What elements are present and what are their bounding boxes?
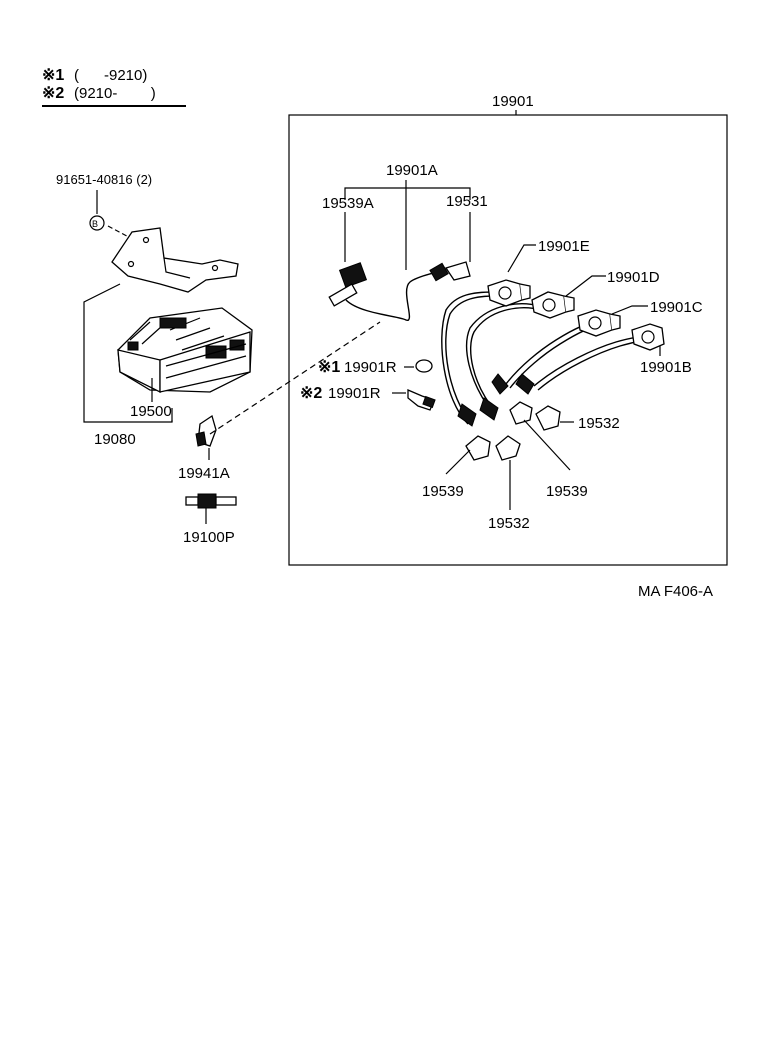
diagram-code: MA F406-A xyxy=(638,583,713,600)
label-bracket-group: 19080 xyxy=(94,431,136,448)
clip-right xyxy=(535,405,561,431)
bolt-mark: B xyxy=(92,219,98,229)
legend: ※1 ( -9210) ※2 (9210- ) xyxy=(42,67,186,107)
legend-range-2: (9210- ) xyxy=(74,85,156,102)
label-cord-a: 19901A xyxy=(386,162,438,179)
label-clamp: 19941A xyxy=(178,465,230,482)
label-cord-d: 19901D xyxy=(607,269,660,286)
bolt-mark-circle xyxy=(89,215,105,231)
assembly-frame xyxy=(288,114,728,566)
clip-bottom xyxy=(495,435,521,461)
legend-range-1: ( -9210) xyxy=(74,67,147,84)
cord-a xyxy=(328,261,471,321)
resistor-1 xyxy=(415,359,433,373)
label-r2: 19901R xyxy=(328,385,381,402)
label-cord-c: 19901C xyxy=(650,299,703,316)
ignitor xyxy=(117,307,253,394)
label-clip-bottom: 19532 xyxy=(488,515,530,532)
label-plug: 19100P xyxy=(183,529,235,546)
cords xyxy=(441,279,665,427)
label-holder-a: 19531 xyxy=(446,193,488,210)
bracket xyxy=(111,227,239,293)
r1-mark: ※1 xyxy=(318,359,340,376)
label-clip-left: 19539 xyxy=(422,483,464,500)
clamp: 19941A xyxy=(178,321,381,482)
legend-mark-1: ※1 xyxy=(42,67,64,84)
clip-mid-upper xyxy=(509,401,533,425)
label-clip-a: 19539A xyxy=(322,195,374,212)
resistors: ※1 19901R ※2 19901R xyxy=(300,359,436,411)
label-clip-mid: 19539 xyxy=(546,483,588,500)
assembly-group: 19901 xyxy=(288,93,728,566)
label-r1: 19901R xyxy=(344,359,397,376)
cord-a-labels: 19901A 19539A 19531 xyxy=(322,162,488,270)
clips: 19532 19539 19539 19532 xyxy=(422,401,620,532)
cord-labels: 19901E 19901D 19901C 19901B xyxy=(507,238,703,376)
r2-mark: ※2 xyxy=(300,385,322,402)
label-cord-e: 19901E xyxy=(538,238,590,255)
label-clip-right: 19532 xyxy=(578,415,620,432)
label-ignitor: 19500 xyxy=(130,403,172,420)
label-assembly: 19901 xyxy=(492,93,534,110)
ignitor-labels: 19500 19080 xyxy=(83,283,173,448)
clamp-dash-leader xyxy=(209,321,381,435)
label-bolt: 91651-40816 (2) xyxy=(56,172,152,187)
clip-left xyxy=(465,435,491,461)
label-cord-b: 19901B xyxy=(640,359,692,376)
legend-mark-2: ※2 xyxy=(42,85,64,102)
plug: 19100P xyxy=(183,493,237,546)
